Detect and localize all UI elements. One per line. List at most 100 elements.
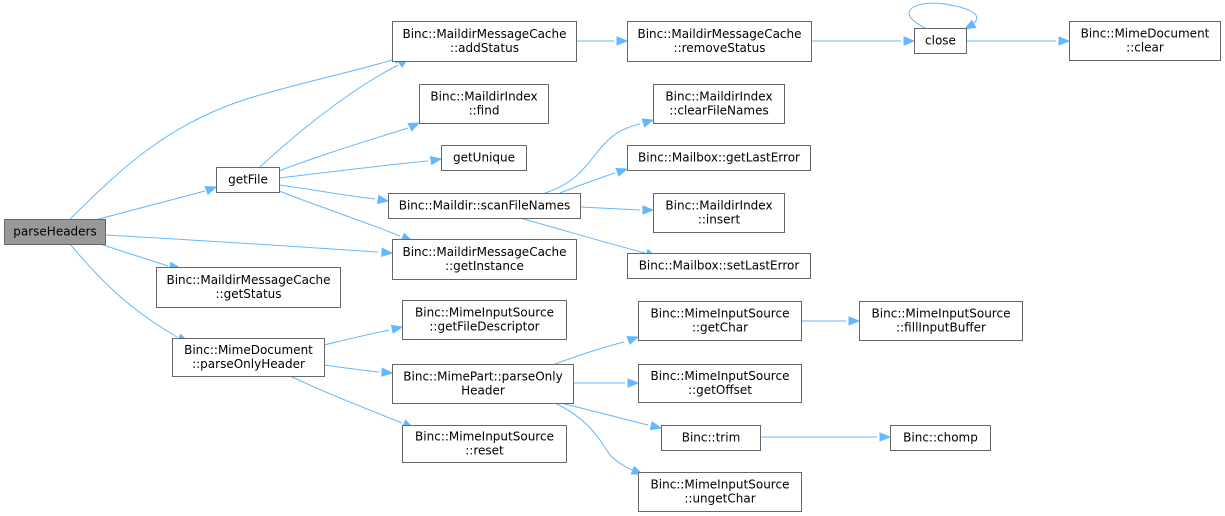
edge-line xyxy=(69,243,178,338)
edge-line xyxy=(94,190,206,221)
node-label: Binc::MimeInputSource xyxy=(651,307,790,321)
node-box xyxy=(216,167,280,193)
node-getUnique[interactable]: getUnique xyxy=(441,145,527,171)
node-getOffset[interactable]: Binc::MimeInputSource::getOffset xyxy=(638,364,802,403)
edge-scanFileNames-to-clearFileNames xyxy=(544,118,655,194)
arrowhead xyxy=(381,367,394,377)
node-clearFileNames[interactable]: Binc::MaildirIndex::clearFileNames xyxy=(653,84,785,124)
node-parseHeaders[interactable]: parseHeaders xyxy=(4,219,106,245)
edge-line xyxy=(278,184,376,200)
node-label: Binc::MaildirIndex xyxy=(430,90,537,104)
node-label: ::ungetChar xyxy=(684,492,755,506)
node-label: ::addStatus xyxy=(450,41,519,55)
edge-line xyxy=(99,243,169,267)
arrowhead xyxy=(429,155,443,166)
edge-line xyxy=(323,364,380,373)
node-trim[interactable]: Binc::trim xyxy=(661,425,761,451)
node-box xyxy=(441,145,527,171)
edge-getFile-to-find xyxy=(278,122,421,172)
edge-line xyxy=(278,127,409,172)
edge-line xyxy=(323,329,390,346)
arrowhead xyxy=(963,19,977,30)
node-getStatus[interactable]: Binc::MaildirMessageCache::getStatus xyxy=(156,267,341,308)
edge-parseHeaders-to-getInstance xyxy=(104,234,394,258)
arrowhead xyxy=(848,316,861,326)
node-getChar[interactable]: Binc::MimeInputSource::getChar xyxy=(638,301,802,341)
edge-parseOnlyHeaderPart-to-ungetChar xyxy=(554,402,644,475)
edge-line xyxy=(559,172,616,194)
node-removeStatus[interactable]: Binc::MaildirMessageCache::removeStatus xyxy=(627,21,812,62)
arrowhead xyxy=(649,421,663,431)
node-label: Binc::MimeInputSource xyxy=(651,478,790,492)
node-label: Binc::MimeInputSource xyxy=(872,307,1011,321)
node-label: Binc::MaildirIndex xyxy=(665,199,772,213)
node-label: ::reset xyxy=(465,444,504,458)
edge-parseOnlyHeaderPart-to-getChar xyxy=(554,336,640,365)
edge-getFile-to-scanFileNames xyxy=(278,184,390,205)
node-close[interactable]: close xyxy=(914,28,967,54)
node-box xyxy=(156,267,341,308)
edge-removeStatus-to-close xyxy=(811,36,916,46)
edge-line xyxy=(579,206,641,211)
node-insert[interactable]: Binc::MaildirIndex::insert xyxy=(653,193,785,233)
node-label: Header xyxy=(461,384,505,398)
node-getFileDescriptor[interactable]: Binc::MimeInputSource::getFileDescriptor xyxy=(402,300,567,340)
edge-close-to-mimeClear xyxy=(966,36,1071,46)
node-label: parseHeaders xyxy=(13,225,96,239)
arrowhead xyxy=(641,118,655,128)
node-label: Binc::Mailbox::setLastError xyxy=(639,259,800,273)
node-label: Binc::trim xyxy=(682,431,741,445)
node-label: ::getFileDescriptor xyxy=(429,320,539,334)
node-find[interactable]: Binc::MaildirIndex::find xyxy=(419,84,549,124)
edge-line xyxy=(554,402,633,471)
arrowhead xyxy=(626,336,640,345)
edge-parseHeaders-to-addStatus xyxy=(69,54,407,220)
node-box xyxy=(653,84,785,124)
node-chomp[interactable]: Binc::chomp xyxy=(890,425,991,451)
node-reset[interactable]: Binc::MimeInputSource::reset xyxy=(402,425,567,463)
node-label: Binc::MaildirIndex xyxy=(665,90,772,104)
edge-getChar-to-fillInputBuffer xyxy=(801,316,861,326)
node-label: getFile xyxy=(228,173,268,187)
arrowhead xyxy=(1058,36,1071,46)
node-addStatus[interactable]: Binc::MaildirMessageCache::addStatus xyxy=(392,21,577,62)
arrowhead xyxy=(381,247,394,258)
node-label: Binc::MimeInputSource xyxy=(651,369,790,383)
arrowhead xyxy=(879,432,892,442)
edge-line xyxy=(559,402,649,426)
edge-line xyxy=(278,190,401,237)
node-getFile[interactable]: getFile xyxy=(216,167,280,193)
node-label: Binc::MimePart::parseOnly xyxy=(403,370,562,384)
node-label: ::parseOnlyHeader xyxy=(192,357,305,371)
node-parseOnlyHeaderDoc[interactable]: Binc::MimeDocument::parseOnlyHeader xyxy=(172,338,325,377)
node-box xyxy=(627,253,811,279)
node-box xyxy=(392,21,577,62)
node-box xyxy=(638,364,802,403)
node-box xyxy=(627,145,811,171)
node-label: ::clearFileNames xyxy=(669,104,768,118)
node-fillInputBuffer[interactable]: Binc::MimeInputSource::fillInputBuffer xyxy=(859,301,1023,341)
node-setLastError[interactable]: Binc::Mailbox::setLastError xyxy=(627,253,811,279)
edge-parseOnlyHeaderPart-to-getOffset xyxy=(573,378,640,388)
node-mimeClear[interactable]: Binc::MimeDocument::clear xyxy=(1069,21,1221,61)
node-ungetChar[interactable]: Binc::MimeInputSource::ungetChar xyxy=(638,472,802,512)
node-label: Binc::Maildir::scanFileNames xyxy=(399,199,571,213)
edge-addStatus-to-removeStatus xyxy=(576,36,629,46)
edge-getFile-to-addStatus xyxy=(259,57,410,168)
node-label: ::getInstance xyxy=(445,259,524,273)
edge-trim-to-chomp xyxy=(760,432,892,442)
node-scanFileNames[interactable]: Binc::Maildir::scanFileNames xyxy=(388,193,581,219)
arrowhead xyxy=(903,36,916,46)
node-box xyxy=(653,193,785,233)
arrowhead xyxy=(376,194,390,205)
node-label: Binc::MaildirMessageCache xyxy=(402,245,566,259)
edge-getFile-to-getUnique xyxy=(278,155,443,179)
node-parseOnlyHeaderPart[interactable]: Binc::MimePart::parseOnlyHeader xyxy=(392,364,574,404)
node-getLastError[interactable]: Binc::Mailbox::getLastError xyxy=(627,145,811,171)
node-label: getUnique xyxy=(453,151,515,165)
edge-line xyxy=(554,341,625,365)
node-getInstance[interactable]: Binc::MaildirMessageCache::getInstance xyxy=(392,239,577,280)
node-label: Binc::MimeDocument xyxy=(184,343,313,357)
edge-scanFileNames-to-getLastError xyxy=(559,167,629,194)
